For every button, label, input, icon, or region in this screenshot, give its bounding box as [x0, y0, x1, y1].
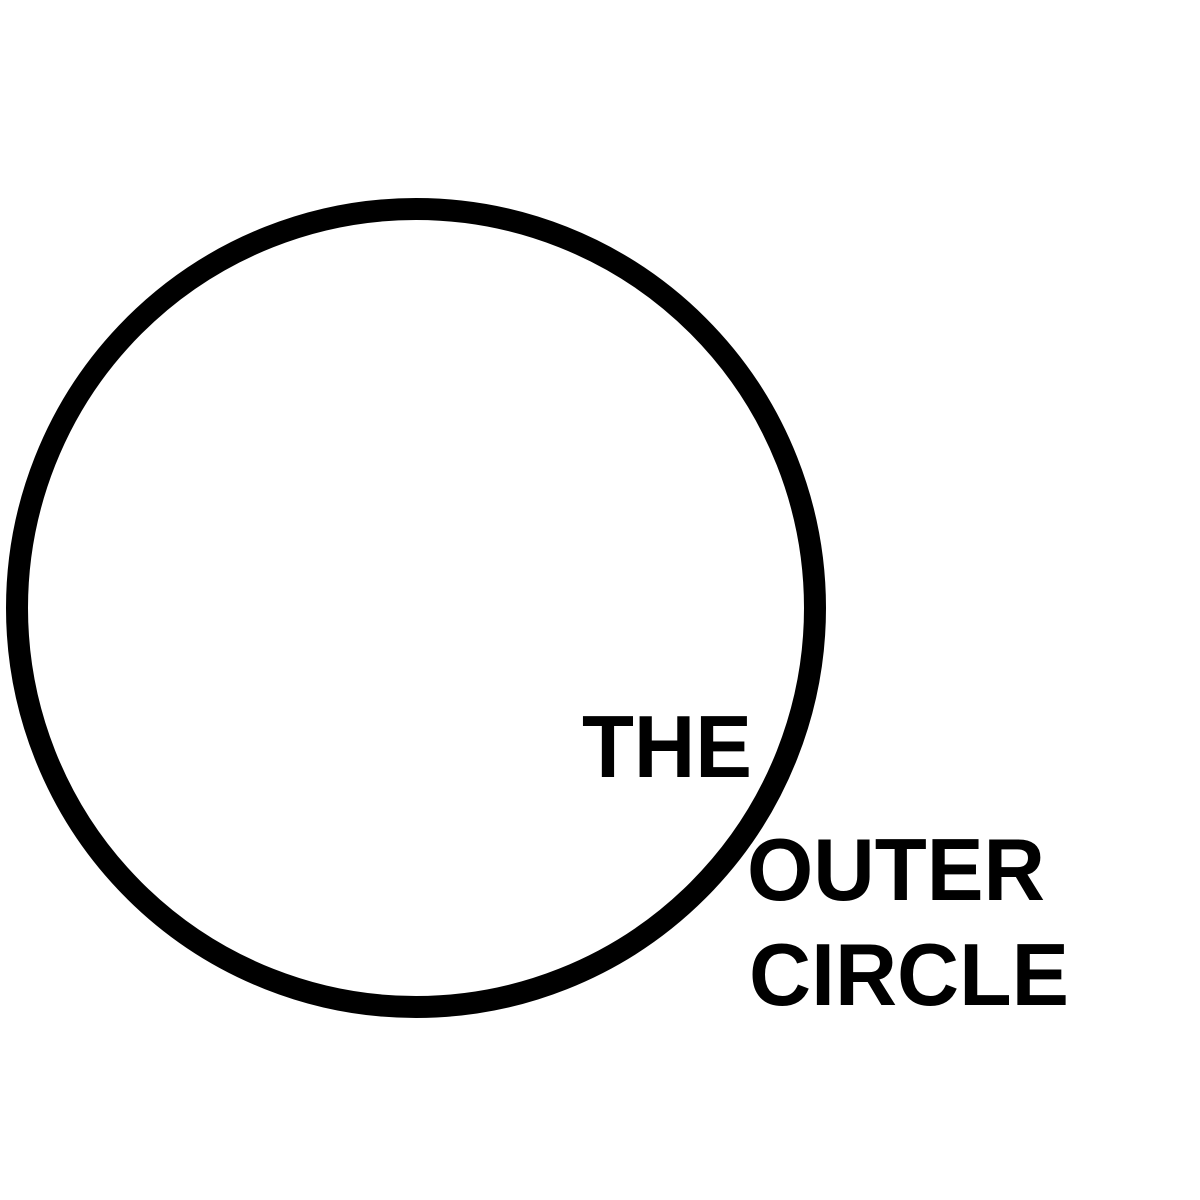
logo-circle-ring — [6, 198, 826, 1018]
logo-text-the: THE — [582, 697, 752, 796]
logo-text-outer: OUTER — [747, 820, 1045, 919]
logo-text-circle: CIRCLE — [749, 925, 1069, 1024]
